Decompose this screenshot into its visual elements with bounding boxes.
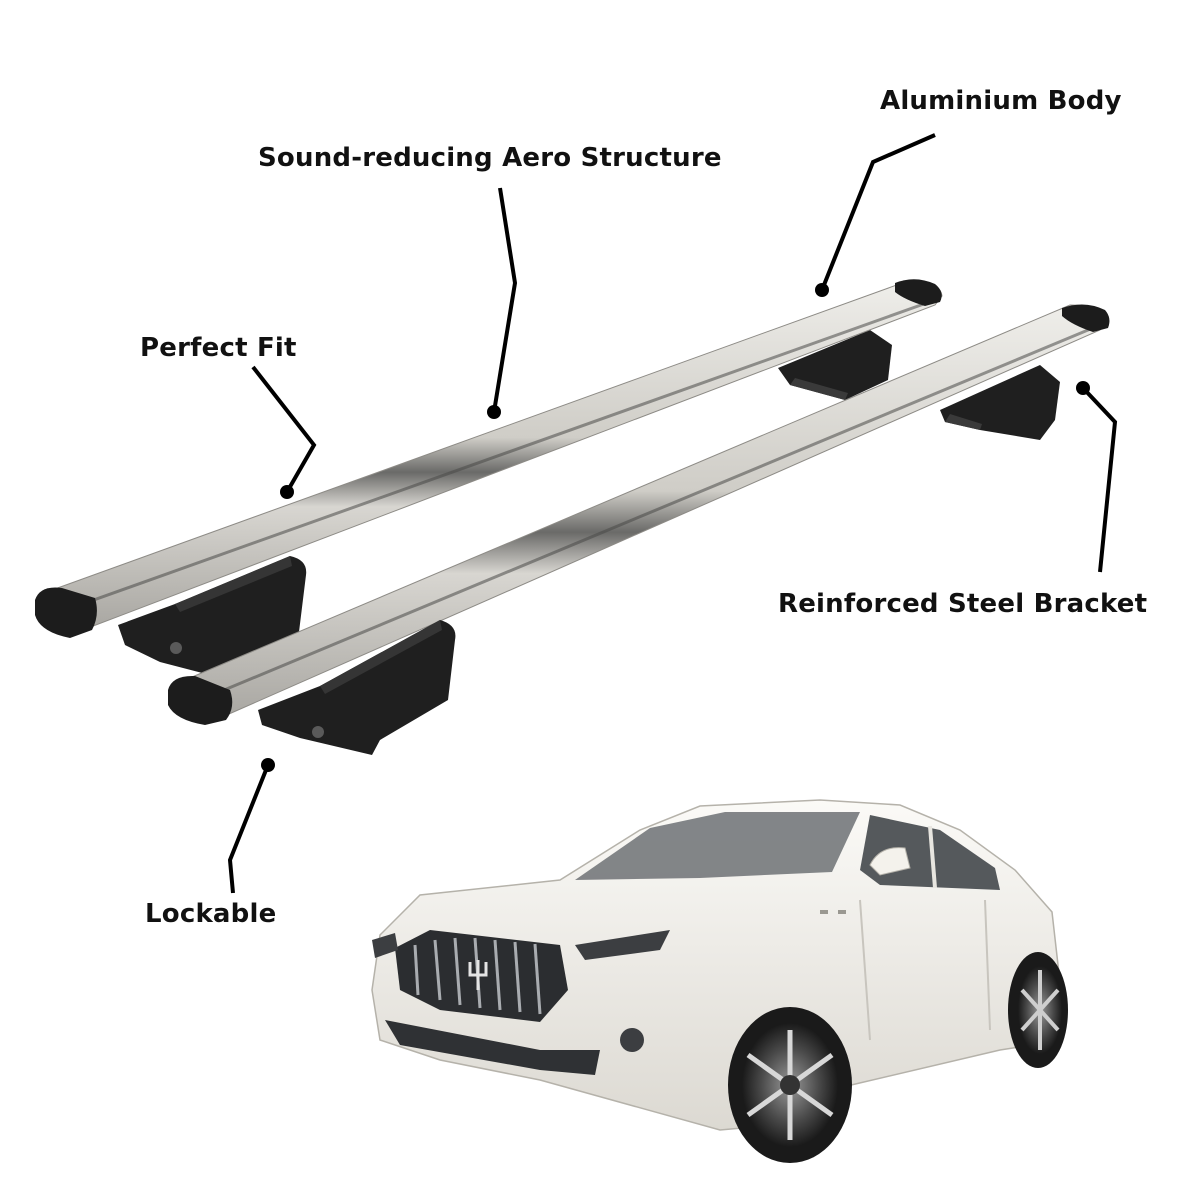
suv-car: [371, 799, 1068, 1163]
bracket-rear-left: [118, 556, 307, 675]
rear-roof-bar: [35, 279, 943, 675]
side-mirror: [869, 847, 911, 876]
callout-perfect-fit: Perfect Fit: [140, 333, 297, 363]
end-cap-rear-right: [895, 279, 942, 306]
leader-lockable: [227, 758, 275, 894]
callout-aero-structure: Sound-reducing Aero Structure: [258, 143, 722, 173]
end-cap-front-right: [1062, 304, 1110, 332]
callout-steel-bracket: Reinforced Steel Bracket: [778, 589, 1148, 619]
front-grille: [395, 930, 568, 1022]
callout-aluminium-body: Aluminium Body: [880, 86, 1122, 116]
trident-emblem-icon: [468, 960, 488, 990]
lock-barrel-icon: [170, 642, 182, 654]
bracket-front-right: [940, 365, 1060, 440]
end-cap-front-left: [168, 675, 233, 725]
windshield: [575, 812, 860, 880]
headlight-right: [575, 930, 670, 960]
lock-barrel-icon: [312, 726, 324, 738]
front-roof-bar: [168, 304, 1110, 755]
leader-aero-structure: [487, 187, 518, 419]
leader-aluminium-body: [815, 133, 936, 297]
end-cap-rear-left: [35, 587, 97, 638]
callout-lockable: Lockable: [145, 899, 277, 929]
front-wheel: [728, 1007, 852, 1163]
bracket-front-left: [258, 620, 456, 755]
leader-perfect-fit: [251, 365, 317, 499]
bracket-rear-right: [778, 330, 892, 400]
leader-steel-bracket: [1076, 381, 1118, 573]
rear-wheel: [1008, 952, 1068, 1068]
headlight-left: [372, 933, 398, 958]
